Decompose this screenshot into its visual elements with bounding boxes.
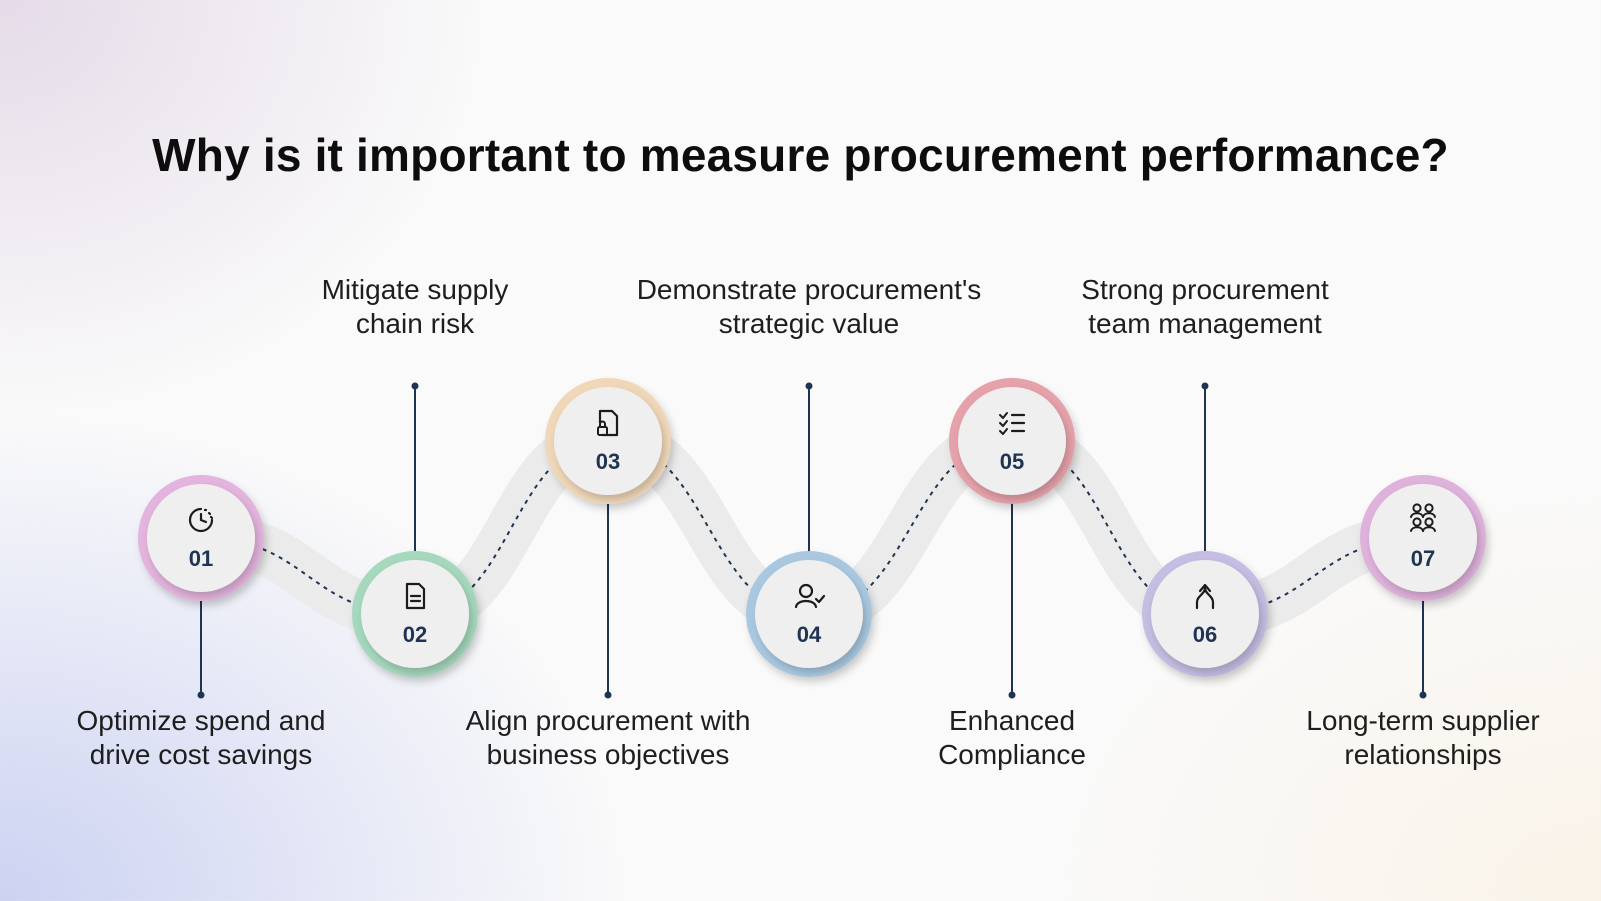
- step-label-line: drive cost savings: [89, 739, 313, 770]
- step-node-01: 01: [138, 475, 264, 601]
- step-number: 05: [1000, 449, 1024, 474]
- connector-dot: [1201, 382, 1209, 390]
- step-inner-circle: [755, 560, 863, 668]
- step-node-04: 04: [746, 551, 872, 677]
- step-node-03: 03: [545, 378, 671, 504]
- step-node-02: 02: [352, 551, 478, 677]
- step-label-line: Compliance: [938, 739, 1086, 770]
- step-label-line: relationships: [1344, 739, 1502, 770]
- connector-dot: [805, 382, 813, 390]
- step-label-line: business objectives: [486, 739, 730, 770]
- merge-arrow-icon: [1195, 583, 1215, 610]
- connector-04: [805, 382, 813, 570]
- step-label-line: Long-term supplier: [1306, 705, 1540, 736]
- team-icon: [1410, 503, 1436, 532]
- clock-icon: [188, 507, 214, 533]
- user-check-icon: [794, 583, 826, 609]
- step-number: 07: [1411, 546, 1435, 571]
- step-label-line: Enhanced: [948, 705, 1076, 736]
- step-inner-circle: [1369, 484, 1477, 592]
- step-node-06: 06: [1142, 551, 1268, 677]
- step-number: 01: [189, 546, 213, 571]
- step-inner-circle: [958, 387, 1066, 495]
- step-number: 03: [596, 449, 620, 474]
- document-icon: [405, 582, 426, 610]
- step-nodes: 01 02 03 04 05 06 07: [138, 378, 1486, 677]
- checklist-icon: [999, 412, 1026, 435]
- connector-dot: [604, 691, 612, 699]
- step-inner-circle: [147, 484, 255, 592]
- step-label-line: chain risk: [355, 308, 475, 339]
- step-node-05: 05: [949, 378, 1075, 504]
- step-number: 06: [1193, 622, 1217, 647]
- connector-dot: [411, 382, 419, 390]
- step-label-line: strategic value: [718, 308, 900, 339]
- step-label-line: Strong procurement: [1081, 274, 1329, 305]
- connector-dot: [197, 691, 205, 699]
- step-node-07: 07: [1360, 475, 1486, 601]
- step-label-line: Align procurement with: [465, 705, 751, 736]
- step-label-line: Optimize spend and: [76, 705, 326, 736]
- connector-02: [411, 382, 419, 570]
- step-label-line: team management: [1088, 308, 1322, 339]
- connector-06: [1201, 382, 1209, 570]
- connector-05: [1008, 479, 1016, 699]
- page-title: Why is it important to measure procureme…: [152, 129, 1449, 181]
- step-number: 02: [403, 622, 427, 647]
- connector-dot: [1008, 691, 1016, 699]
- step-inner-circle: [554, 387, 662, 495]
- connector-03: [604, 479, 612, 699]
- step-label-line: Demonstrate procurement's: [636, 274, 982, 305]
- step-inner-circle: [361, 560, 469, 668]
- step-inner-circle: [1151, 560, 1259, 668]
- connector-dot: [1419, 691, 1427, 699]
- step-label-line: Mitigate supply: [321, 274, 509, 305]
- step-number: 04: [797, 622, 822, 647]
- file-lock-icon: [597, 409, 619, 437]
